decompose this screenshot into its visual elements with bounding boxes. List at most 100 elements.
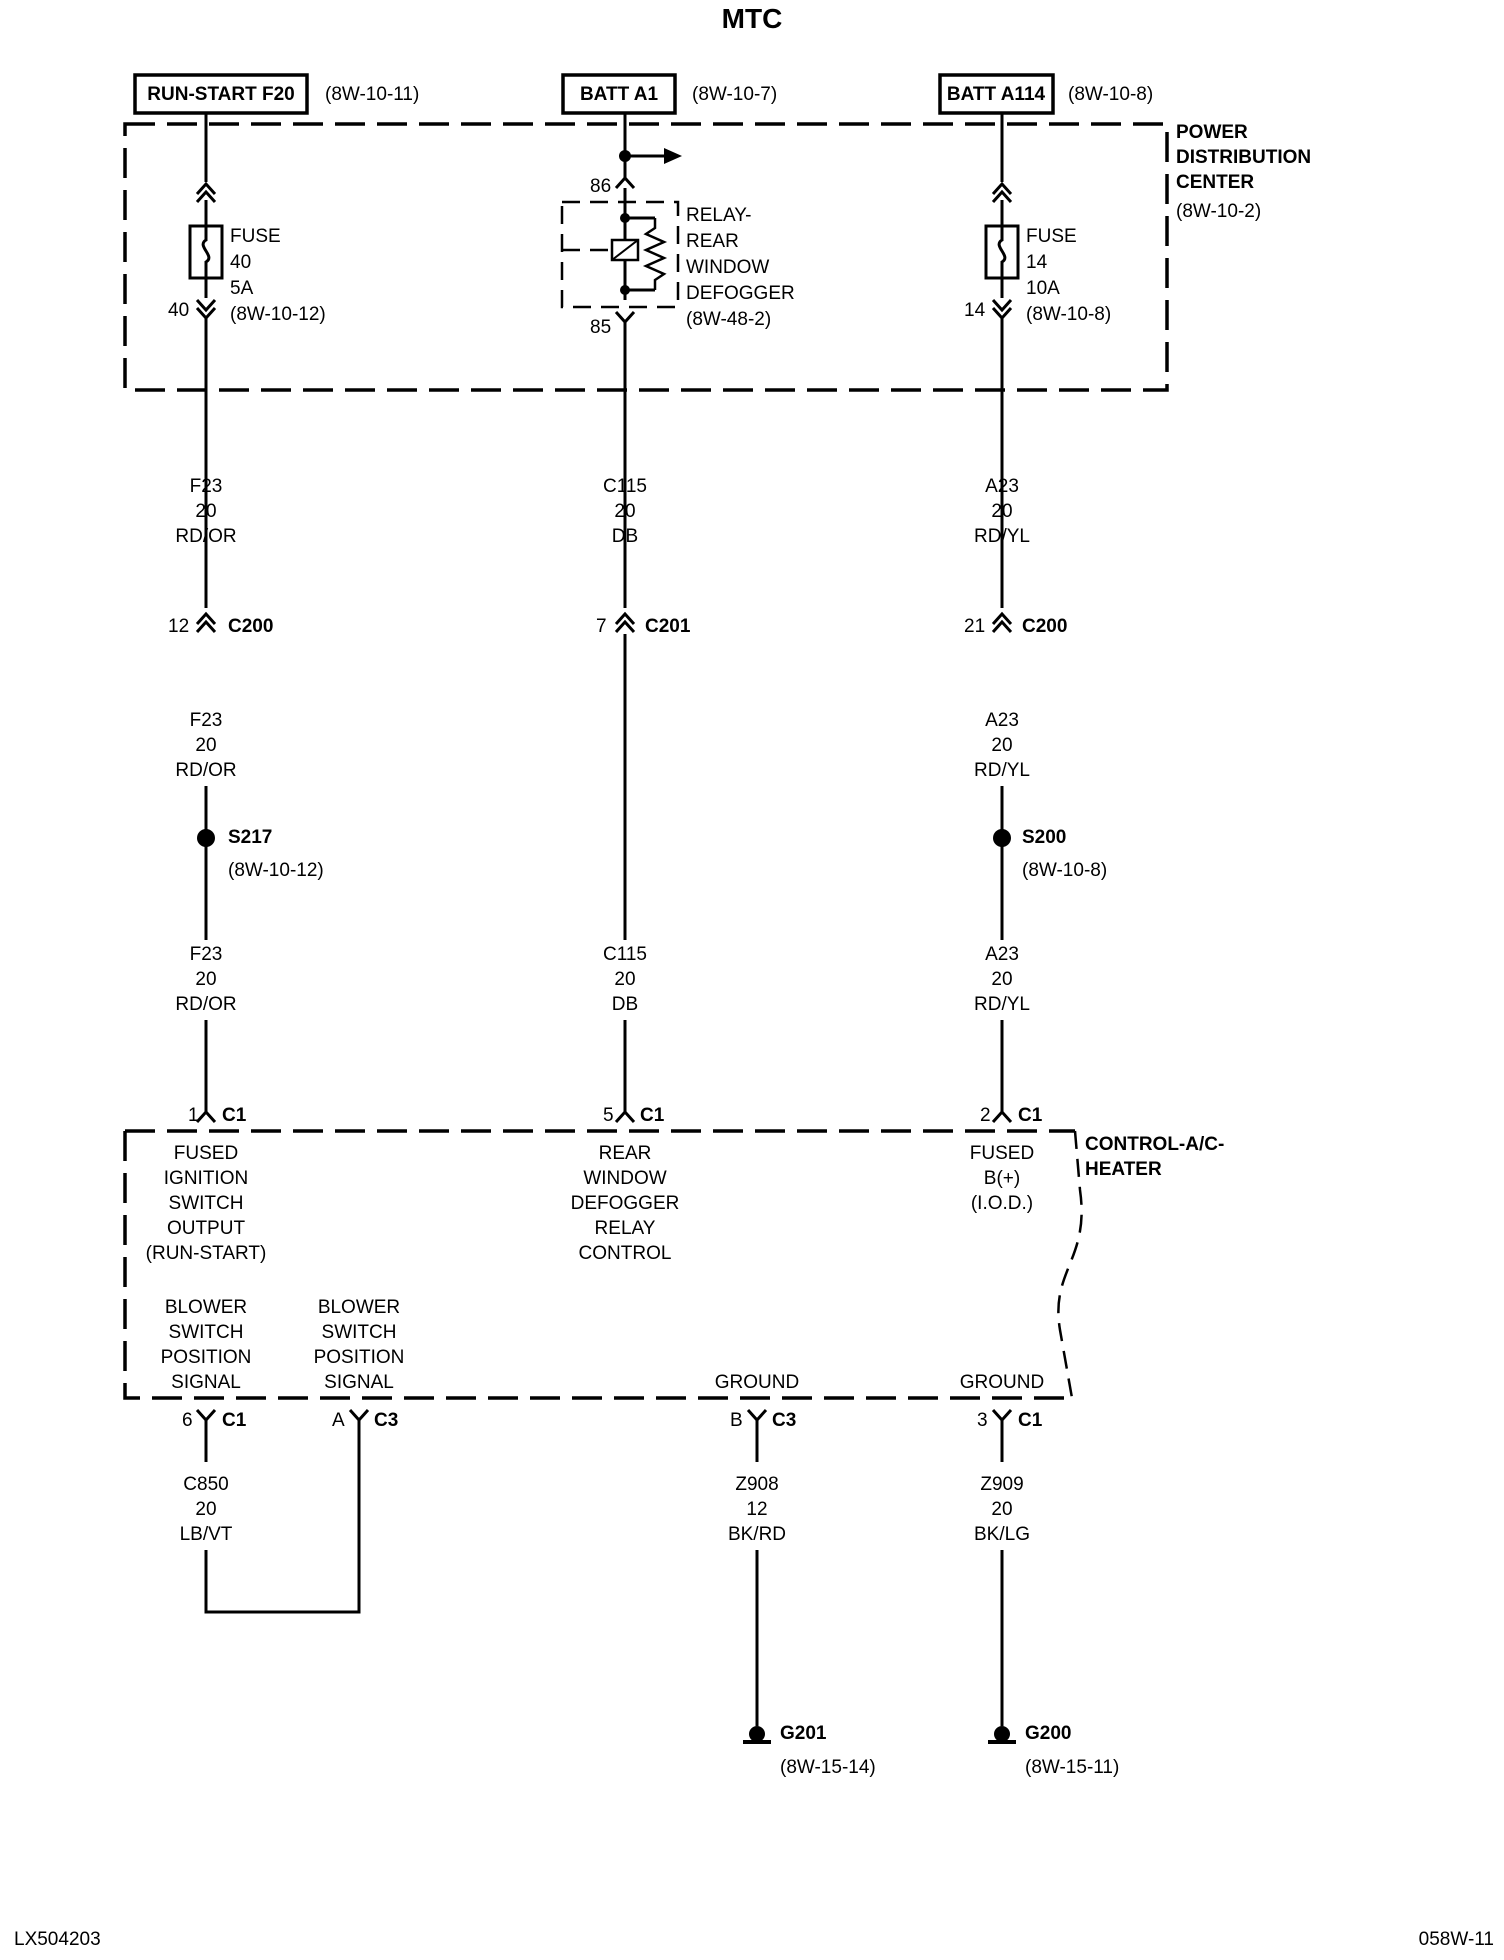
c200-right-pin: 21 [964,616,985,637]
blower1-line-3: POSITION [161,1347,252,1368]
pdc-ref: (8W-10-2) [1176,201,1261,222]
wire-z909-color: BK/LG [974,1524,1030,1545]
c1-pin5-name: C1 [640,1105,665,1126]
relay-label-4: DEFOGGER [686,283,795,304]
c1-pin2-name: C1 [1018,1105,1043,1126]
c3-pina-connector-icon [348,1408,370,1423]
wire-c115-a-color: DB [612,526,638,547]
wire-c850-id: C850 [183,1474,228,1495]
wire-c850-loop [204,1420,361,1614]
wire-c115-a-id: C115 [603,476,647,497]
wire-f23-a-color: RD/OR [175,526,236,547]
wire-f23-c-id: F23 [190,944,223,965]
fuse14-pin: 14 [964,300,986,321]
c201-pin: 7 [596,616,607,637]
c1-pin6-connector-icon [195,1408,217,1423]
c1-pin2-connector-icon [991,1109,1013,1124]
wire-f23-b-color: RD/OR [175,760,236,781]
c201-connector-icon [614,611,636,634]
g201-ref: (8W-15-14) [780,1757,876,1778]
g201-ground-icon [749,1726,765,1742]
wire-a23-b-color: RD/YL [974,760,1030,781]
wire-a23-b-gauge: 20 [991,735,1012,756]
s200-ref: (8W-10-8) [1022,860,1107,881]
fused-ign-line-5: (RUN-START) [146,1243,267,1264]
branch-arrow-icon [664,148,682,164]
relay-pin85: 85 [590,317,611,338]
defog-ctrl-line-2: WINDOW [583,1168,666,1189]
defog-ctrl-line-1: REAR [599,1143,652,1164]
c1-pin5-connector-icon [614,1109,636,1124]
source-ref-batt-a1: (8W-10-7) [692,84,777,105]
c201-name: C201 [645,616,691,637]
relay-ref: (8W-48-2) [686,309,771,330]
ground1-label: GROUND [715,1372,799,1393]
wire-c850-color: LB/VT [180,1524,233,1545]
c200-left-connector-icon [195,611,217,634]
c1-pin1-pin: 1 [188,1105,199,1126]
relay-label-1: RELAY- [686,205,751,226]
fuse40-label-3: 5A [230,278,254,299]
wire-c115-c-color: DB [612,994,638,1015]
c200-right-connector-icon [991,611,1013,634]
g200-name: G200 [1025,1723,1071,1744]
wire-z908-gauge: 12 [746,1499,767,1520]
s217-name: S217 [228,827,272,848]
c1-pin3-pin: 3 [977,1410,988,1431]
blower1-line-4: SIGNAL [171,1372,241,1393]
c1-pin3-connector-icon [991,1408,1013,1423]
c200-right-name: C200 [1022,616,1067,637]
footer-left: LX504203 [14,1929,101,1950]
s217-ref: (8W-10-12) [228,860,324,881]
relay-resistor-icon [642,218,668,290]
c1-pin1-connector-icon [195,1109,217,1124]
c1-pin6-name: C1 [222,1410,247,1431]
fuse40-label-2: 40 [230,252,251,273]
fuse14-label-3: 10A [1026,278,1060,299]
fuse40-element-icon [201,226,211,278]
wire-z908-id: Z908 [735,1474,778,1495]
pdc-label-2: DISTRIBUTION [1176,147,1311,168]
c3-pina-name: C3 [374,1410,398,1431]
s200-splice-dot [993,829,1011,847]
source-box-run-start [133,73,309,115]
module-title-2: HEATER [1085,1159,1162,1180]
wire-a23-b-id: A23 [985,710,1019,731]
c1-pin6-pin: 6 [182,1410,193,1431]
fuse40-ref: (8W-10-12) [230,304,326,325]
wire-a23-c-id: A23 [985,944,1019,965]
defog-ctrl-line-5: CONTROL [579,1243,672,1264]
c3-pinb-connector-icon [746,1408,768,1423]
wire-f23-c-color: RD/OR [175,994,236,1015]
module-title-1: CONTROL-A/C- [1085,1134,1224,1155]
blower1-line-1: BLOWER [165,1297,247,1318]
relay-label-3: WINDOW [686,257,769,278]
c200-left-name: C200 [228,616,273,637]
wire-z909-gauge: 20 [991,1499,1012,1520]
fused-b-line-2: B(+) [984,1168,1020,1189]
c1-pin1-name: C1 [222,1105,247,1126]
g200-ground-icon [994,1726,1010,1742]
relay-pin86: 86 [590,176,611,197]
defog-ctrl-line-3: DEFOGGER [571,1193,680,1214]
fuse14-terminal-top-icon [991,181,1013,204]
fuse40-terminal-bottom-icon [195,298,217,321]
wire-z909-id: Z909 [980,1474,1023,1495]
g200-ref: (8W-15-11) [1025,1757,1119,1778]
wire-a23-c-gauge: 20 [991,969,1012,990]
c1-pin3-name: C1 [1018,1410,1043,1431]
c3-pinb-name: C3 [772,1410,796,1431]
wire-f23-c-gauge: 20 [195,969,216,990]
g201-name: G201 [780,1723,827,1744]
wire-a23-a-color: RD/YL [974,526,1030,547]
fuse14-label-1: FUSE [1026,226,1077,247]
fused-ign-line-2: IGNITION [164,1168,248,1189]
c3-pina-pin: A [332,1410,345,1431]
wire-f23-b-id: F23 [190,710,223,731]
wire-f23-b-gauge: 20 [195,735,216,756]
relay-boundary [560,200,680,309]
pdc-boundary [123,122,1169,392]
blower2-line-2: SWITCH [322,1322,397,1343]
fused-b-line-1: FUSED [970,1143,1034,1164]
